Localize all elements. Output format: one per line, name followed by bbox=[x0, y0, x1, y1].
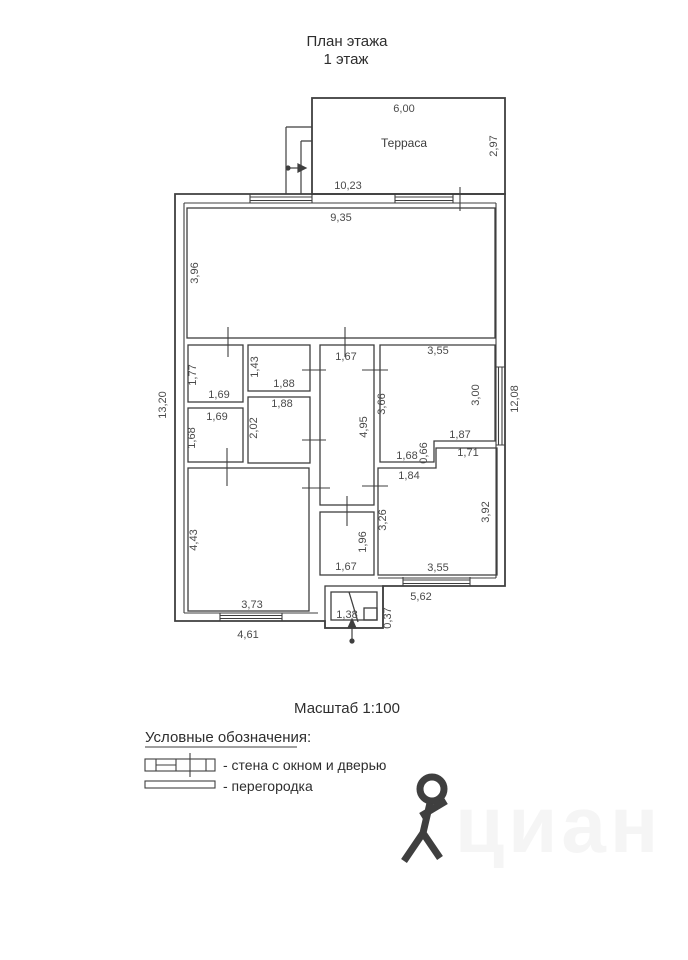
dim-room-b-depth: 1,68 bbox=[186, 427, 198, 448]
dim-right-overall: 12,08 bbox=[509, 385, 521, 413]
dim-room-d-width: 1,88 bbox=[271, 398, 292, 410]
dim-room-c-depth: 1,43 bbox=[249, 356, 261, 377]
dim-terrace-width: 6,00 bbox=[393, 103, 414, 115]
dim-room-b-width: 1,69 bbox=[206, 411, 227, 423]
terrace-steps bbox=[285, 126, 312, 194]
room-outline-d bbox=[247, 396, 311, 464]
door-tick-marks bbox=[226, 187, 461, 526]
cian-logo-figure bbox=[401, 773, 448, 863]
dimension-labels: 10,23 9,35 3,96 13,20 12,08 1,77 1,69 1,… bbox=[157, 180, 521, 641]
legend-title: Условные обозначения: bbox=[145, 729, 311, 746]
page-subtitle: 1 этаж bbox=[324, 51, 369, 68]
room-outline-e bbox=[379, 344, 496, 463]
room-outline-h bbox=[187, 467, 310, 612]
dim-jog-height: 0,66 bbox=[418, 442, 430, 463]
dim-room-e-width: 3,55 bbox=[427, 345, 448, 357]
dim-room-g-depth: 1,96 bbox=[357, 531, 369, 552]
room-outline-a bbox=[187, 344, 244, 403]
dim-terrace-depth: 2,97 bbox=[488, 135, 500, 156]
terrace-label: Терраса bbox=[381, 136, 427, 150]
terrace: Терраса 6,00 2,97 bbox=[285, 97, 506, 195]
porch-step-outline bbox=[363, 607, 378, 621]
dim-room-e-bottom-right: 1,87 bbox=[449, 429, 470, 441]
dim-room-c-width: 1,88 bbox=[273, 378, 294, 390]
dim-room-d-depth: 2,02 bbox=[248, 417, 260, 438]
dim-corridor-width: 1,67 bbox=[335, 351, 356, 363]
dim-room-f-top-right: 1,71 bbox=[457, 447, 478, 459]
exterior-wall-inner bbox=[183, 202, 497, 614]
dim-porch-width: 1,38 bbox=[336, 609, 357, 621]
dim-room-h-depth: 4,43 bbox=[188, 529, 200, 550]
dim-bottom-left-overall: 4,61 bbox=[237, 629, 258, 641]
dim-room-a-width: 1,69 bbox=[208, 389, 229, 401]
window-symbols bbox=[219, 194, 505, 621]
room-outline-f bbox=[377, 447, 498, 576]
dim-room-a-depth: 1,77 bbox=[187, 364, 199, 385]
dim-room-f-depth-left: 3,26 bbox=[377, 509, 389, 530]
cian-watermark: циан bbox=[401, 773, 662, 869]
dim-left-overall: 13,20 bbox=[157, 391, 169, 419]
legend-partition-label: - перегородка bbox=[223, 778, 313, 794]
scale-label: Масштаб 1:100 bbox=[294, 700, 400, 717]
room-outline-living bbox=[186, 207, 496, 339]
dim-living-depth: 3,96 bbox=[189, 262, 201, 283]
dim-room-f-top-left: 1,84 bbox=[398, 470, 419, 482]
watermark-text: циан bbox=[455, 780, 662, 869]
dim-top-overall: 10,23 bbox=[334, 180, 362, 192]
porch-door-swing bbox=[348, 591, 359, 623]
dim-room-f-depth-right: 3,92 bbox=[480, 501, 492, 522]
page-title: План этажа bbox=[306, 33, 388, 50]
dim-room-e-depth-left: 3,66 bbox=[376, 393, 388, 414]
dim-room-e-bottom-left: 1,68 bbox=[396, 450, 417, 462]
footer: Масштаб 1:100 Условные обозначения: - ст… bbox=[144, 700, 400, 794]
room-outline-c bbox=[247, 344, 311, 392]
dim-room-h-width: 3,73 bbox=[241, 599, 262, 611]
legend-wall-label: - стена с окном и дверью bbox=[223, 757, 386, 773]
dim-room-g-width: 1,67 bbox=[335, 561, 356, 573]
dim-bottom-right-overall: 5,62 bbox=[410, 591, 431, 603]
dim-room-f-width: 3,55 bbox=[427, 562, 448, 574]
legend-wall-symbol bbox=[144, 753, 216, 777]
dim-corridor-length: 4,95 bbox=[358, 416, 370, 437]
legend-partition-symbol bbox=[144, 780, 216, 789]
room-outline-b bbox=[187, 407, 244, 463]
porch-outline-inner bbox=[330, 591, 378, 621]
entrance-arrow bbox=[347, 617, 357, 644]
dim-porch-step: 0,37 bbox=[382, 607, 394, 628]
dim-living-width: 9,35 bbox=[330, 212, 351, 224]
dim-room-e-depth-right: 3,00 bbox=[470, 384, 482, 405]
